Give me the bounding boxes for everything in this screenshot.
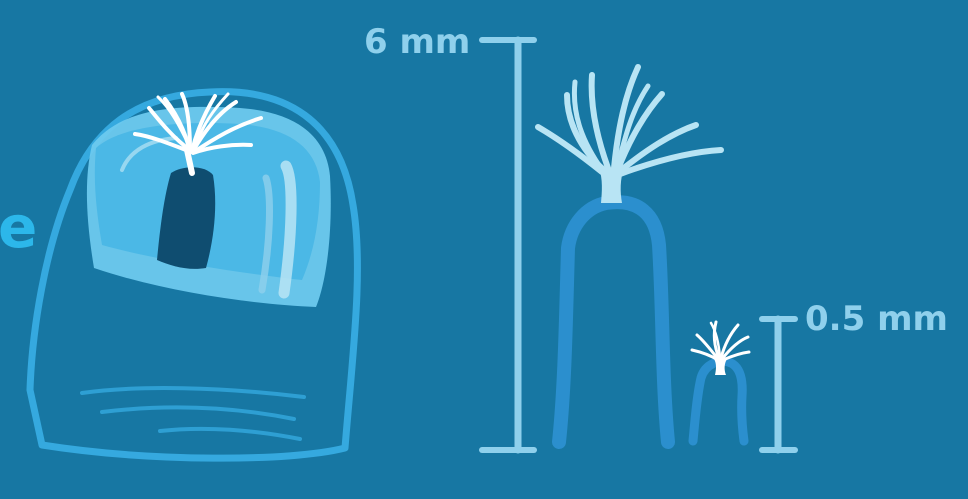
large-scale-label: 6 mm bbox=[364, 22, 470, 62]
large-scale-bar bbox=[482, 40, 534, 450]
partial-heading-text: e bbox=[0, 193, 37, 261]
hydra-polyp-large-icon bbox=[538, 67, 721, 442]
small-scale-label: 0.5 mm bbox=[805, 299, 948, 339]
hydra-polyp-small-icon bbox=[692, 322, 749, 441]
small-scale-bar bbox=[762, 319, 795, 450]
